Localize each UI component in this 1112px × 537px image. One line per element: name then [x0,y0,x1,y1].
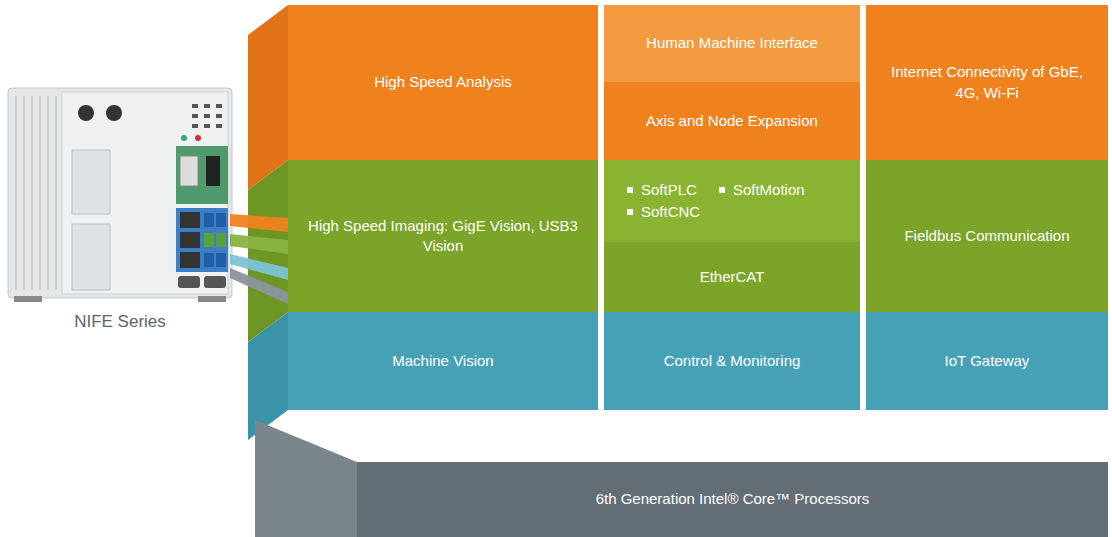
band-text: Human Machine Interface [646,33,818,53]
band-text: High Speed Analysis [374,72,512,92]
bullet-square [627,187,633,193]
band-text: Fieldbus Communication [904,226,1069,246]
slab-face [255,420,357,537]
band-text: High Speed Imaging: GigE Vision, USB3 Vi… [300,216,586,257]
feature-band: EtherCAT [604,242,860,312]
application-band: Control & Monitoring [604,312,860,410]
band-text: Control & Monitoring [664,351,801,371]
feature-band: High Speed Imaging: GigE Vision, USB3 Vi… [288,160,598,312]
beam [230,234,288,254]
application-band: Machine Vision [288,312,598,410]
feature-band: Fieldbus Communication [866,160,1108,312]
feature-band: High Speed Analysis [288,5,598,160]
bullet-band: SoftPLC SoftMotionSoftCNC [604,160,860,242]
bevel-face [248,5,288,190]
bullet-text: SoftPLC [641,180,697,200]
band-text: Machine Vision [392,351,493,371]
feature-band: Human Machine Interface [604,5,860,82]
bullet-item: SoftPLC [627,180,697,200]
beam [230,268,288,304]
bullet-item: SoftMotion [719,180,805,200]
device-illustration [8,88,232,302]
bullet-text: SoftMotion [733,180,805,200]
product-label: NIFE Series [74,312,166,332]
bullet-square [719,187,725,193]
application-band: IoT Gateway [866,312,1108,410]
band-text: Axis and Node Expansion [646,111,818,131]
band-text: IoT Gateway [945,351,1030,371]
beam [230,214,288,232]
band-text: Internet Connectivity of GbE, 4G, Wi-Fi [878,62,1096,103]
band-text: EtherCAT [700,267,765,287]
bullet-text: SoftCNC [641,202,700,222]
feature-band: Internet Connectivity of GbE, 4G, Wi-Fi [866,5,1108,160]
bullet-square [627,209,633,215]
processor-bar: 6th Generation Intel® Core™ Processors [357,462,1108,537]
bevel-face [248,312,288,440]
bullet-list: SoftPLC SoftMotionSoftCNC [627,180,837,223]
feature-band: Axis and Node Expansion [604,82,860,160]
band-text: 6th Generation Intel® Core™ Processors [596,489,870,509]
bullet-item: SoftCNC [627,202,700,222]
